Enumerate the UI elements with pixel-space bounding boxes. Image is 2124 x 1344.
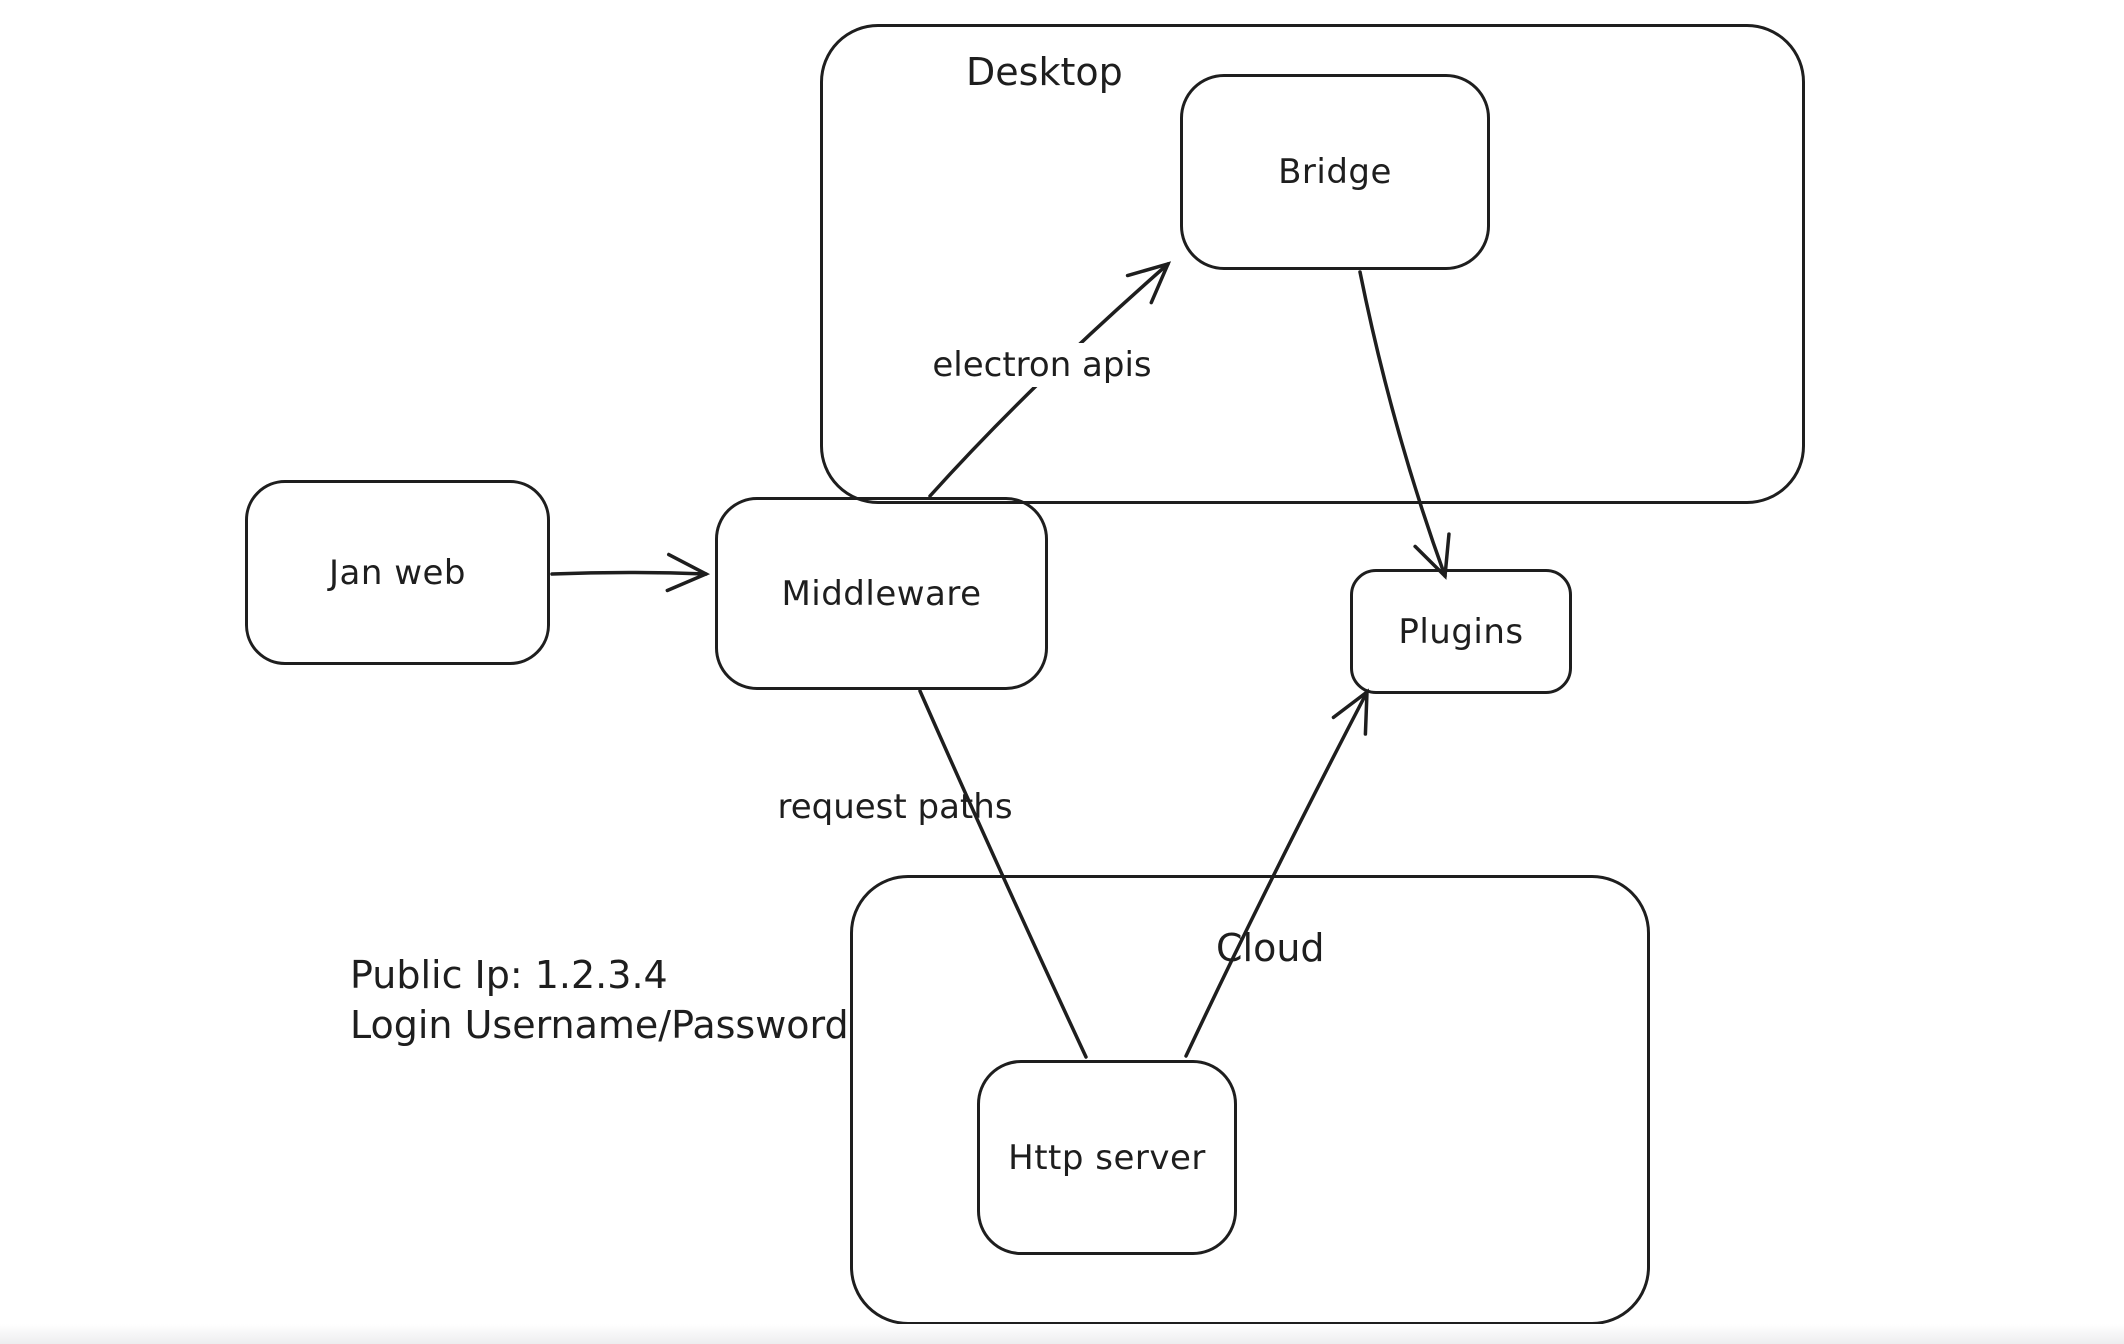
cloud-container [850, 875, 1650, 1325]
node-http-server-label: Http server [1008, 1137, 1206, 1178]
public-ip-text: Public Ip: 1.2.3.4 [350, 953, 668, 997]
line-middleware-to-httpserver [918, 689, 1088, 1059]
node-plugins: Plugins [1350, 569, 1572, 694]
arrow-janweb-to-middleware [550, 552, 711, 593]
server-credentials-note: Public Ip: 1.2.3.4 Login Username/Passwo… [350, 950, 849, 1050]
node-bridge-label: Bridge [1278, 152, 1392, 192]
node-middleware-label: Middleware [781, 573, 982, 614]
node-jan-web: Jan web [245, 480, 550, 665]
desktop-container [820, 24, 1805, 504]
login-text: Login Username/Password [350, 1003, 849, 1048]
node-plugins-label: Plugins [1398, 611, 1524, 652]
edge-label-request-paths: request paths [777, 787, 1013, 827]
cloud-container-label: Cloud [1216, 926, 1325, 970]
node-bridge: Bridge [1180, 74, 1490, 270]
node-jan-web-label: Jan web [328, 552, 467, 593]
desktop-container-label: Desktop [966, 50, 1123, 94]
node-middleware: Middleware [715, 497, 1048, 690]
edge-label-electron-apis: electron apis [918, 343, 1166, 387]
node-http-server: Http server [977, 1060, 1237, 1255]
bottom-edge-fade [0, 1324, 2124, 1344]
arrow-bridge-to-plugins [1358, 270, 1451, 580]
